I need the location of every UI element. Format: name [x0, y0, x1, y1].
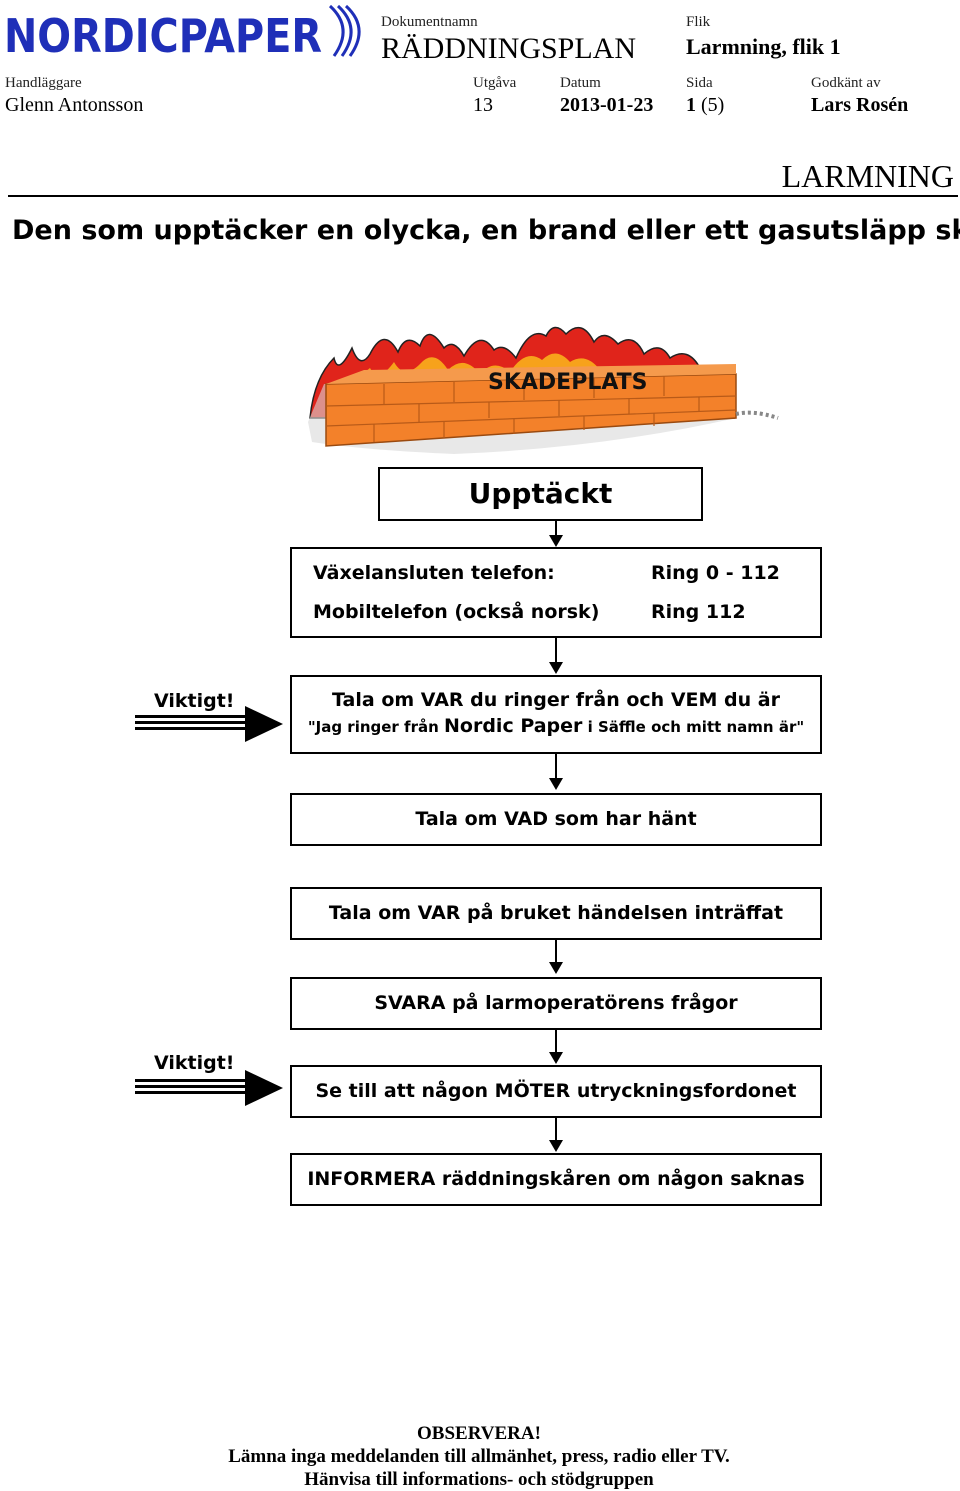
arrow-down-icon [549, 1140, 563, 1152]
quote-text: "Jag ringer från Nordic Paper i Säffle o… [292, 715, 820, 737]
who-where-box: Tala om VAR du ringer från och VEM du är… [290, 675, 822, 754]
date-label: Datum [560, 75, 601, 91]
page-label: Sida [686, 75, 713, 91]
tab-label: Flik [686, 14, 711, 30]
footer-line-3: Hänvisa till informations- och stödgrupp… [304, 1469, 654, 1490]
date-value: 2013-01-23 [560, 94, 654, 116]
who-where-text: Tala om VAR du ringer från och VEM du är [332, 689, 780, 711]
footer-line-1: OBSERVERA! [417, 1423, 541, 1444]
doc-name-label: Dokumentnamn [381, 14, 478, 30]
phone-mobile-number: Ring 112 [651, 601, 746, 623]
phone-box: Växelansluten telefon: Ring 0 - 112 Mobi… [290, 547, 822, 638]
arrow-line [555, 638, 557, 664]
doc-name: RÄDDNINGSPLAN [381, 32, 637, 65]
arrow-line [555, 940, 557, 964]
phone-mobile-label: Mobiltelefon (också norsk) [313, 601, 600, 623]
section-divider [8, 195, 958, 197]
what-box: Tala om VAD som har hänt [290, 793, 822, 846]
important-arrow-icon [135, 1070, 283, 1106]
arrow-down-icon [549, 662, 563, 674]
quote-company: Nordic Paper [444, 715, 583, 737]
arrow-down-icon [549, 962, 563, 974]
arrow-line [555, 754, 557, 780]
quote-part-1: "Jag ringer från [307, 718, 444, 736]
section-title: LARMNING [781, 158, 954, 194]
skadeplats-label: SKADEPLATS [488, 370, 648, 395]
edition-label: Utgåva [473, 75, 517, 91]
tab-value: Larmning, flik 1 [686, 34, 841, 59]
page-total: (5) [701, 94, 725, 116]
arrow-line [555, 1118, 557, 1142]
meet-box: Se till att någon MÖTER utryckningsfordo… [290, 1065, 822, 1118]
arrow-down-icon [549, 1052, 563, 1064]
nordic-paper-logo: NORDICPAPER [4, 2, 366, 63]
fire-illustration: SKADEPLATS [304, 318, 780, 458]
page-value: 1 (5) [686, 94, 724, 117]
arrow-line [555, 521, 557, 537]
page-number: 1 [686, 94, 696, 116]
handler-label: Handläggare [5, 75, 82, 91]
inform-box: INFORMERA räddningskåren om någon saknas [290, 1153, 822, 1206]
important-label: Viktigt! [154, 690, 235, 712]
where-box: Tala om VAR på bruket händelsen inträffa… [290, 887, 822, 940]
arrow-down-icon [549, 535, 563, 547]
phone-switch-label: Växelansluten telefon: [313, 562, 555, 584]
intro-text: Den som upptäcker en olycka, en brand el… [12, 215, 960, 246]
important-label: Viktigt! [154, 1052, 235, 1074]
important-arrow-icon [135, 706, 283, 742]
quote-part-3: i Säffle och mitt namn är" [582, 718, 805, 736]
footer-line-2: Lämna inga meddelanden till allmänhet, p… [228, 1446, 730, 1467]
footer-notice: OBSERVERA! Lämna inga meddelanden till a… [0, 1422, 958, 1491]
handler-value: Glenn Antonsson [5, 94, 144, 116]
phone-switch-number: Ring 0 - 112 [651, 562, 780, 584]
upptackt-box: Upptäckt [378, 467, 703, 521]
approved-label: Godkänt av [811, 75, 881, 91]
arrow-down-icon [549, 778, 563, 790]
svg-text:NORDICPAPER: NORDICPAPER [4, 9, 322, 60]
edition-value: 13 [473, 94, 493, 116]
answer-box: SVARA på larmoperatörens frågor [290, 977, 822, 1030]
arrow-line [555, 1030, 557, 1054]
approved-value: Lars Rosén [811, 94, 909, 116]
